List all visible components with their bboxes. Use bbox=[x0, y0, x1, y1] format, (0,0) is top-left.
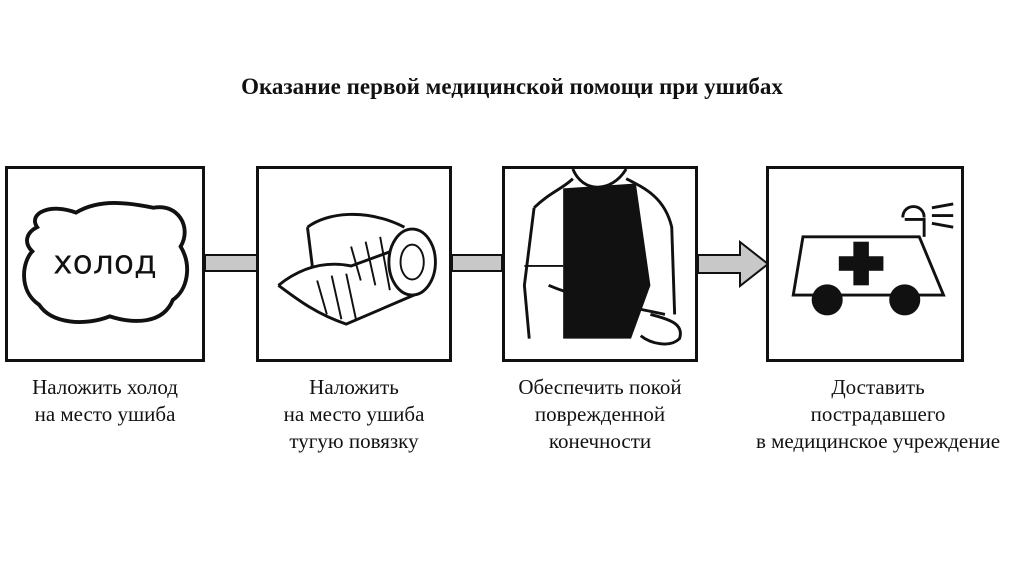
flow-arrow-2 bbox=[452, 248, 502, 278]
cold-pack-icon: холод bbox=[22, 200, 189, 324]
step-2-panel bbox=[256, 166, 452, 362]
cold-pack-label: холод bbox=[53, 243, 157, 282]
step-4-panel bbox=[766, 166, 964, 362]
ambulance-icon bbox=[791, 202, 954, 316]
step-1-panel: холод bbox=[5, 166, 205, 362]
bandage-roll-icon bbox=[277, 212, 437, 326]
flow-arrow-1 bbox=[205, 248, 257, 278]
step-1-caption: Наложить холод на место ушиба bbox=[32, 375, 178, 426]
step-3-panel bbox=[502, 166, 698, 362]
flow-arrow-3 bbox=[698, 240, 770, 288]
step-3-caption: Обеспечить покой поврежденной конечности bbox=[518, 375, 682, 453]
arm-sling-icon bbox=[522, 169, 682, 346]
page-title: Оказание первой медицинской помощи при у… bbox=[241, 74, 783, 99]
step-4-caption: Доставить пострадавшего в медицинское уч… bbox=[755, 375, 1001, 453]
step-2-caption: Наложить на место ушиба тугую повязку bbox=[283, 375, 425, 453]
